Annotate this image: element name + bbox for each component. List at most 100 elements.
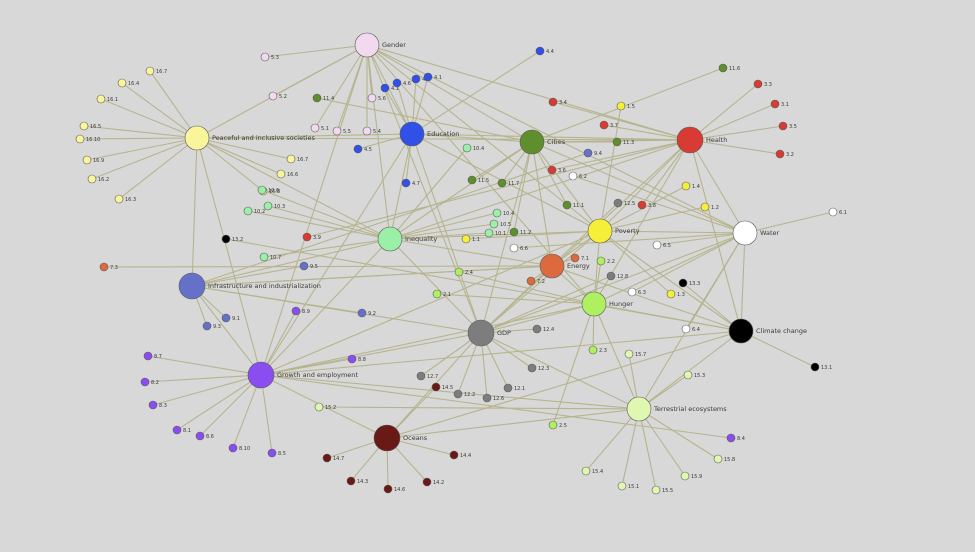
hub-node-inequality[interactable]: Inequality (377, 226, 437, 252)
target-node-dot[interactable] (302, 232, 312, 242)
hub-node-circle[interactable] (354, 32, 380, 58)
target-node[interactable]: 12.6 (482, 393, 504, 403)
target-node[interactable]: 15.1 (617, 481, 639, 491)
target-node[interactable]: 4.6 (392, 78, 411, 88)
target-node-dot[interactable] (383, 484, 393, 494)
target-node[interactable]: 13.2 (221, 234, 243, 244)
hub-node-peace[interactable]: Peaceful and inclusive societies (184, 125, 315, 151)
hub-node-climate[interactable]: Climate change (728, 318, 807, 344)
target-node[interactable]: 10.3 (263, 201, 285, 211)
target-node-dot[interactable] (79, 121, 89, 131)
target-node-dot[interactable] (195, 431, 205, 441)
target-node-dot[interactable] (535, 46, 545, 56)
target-node[interactable]: 5.1 (310, 123, 329, 133)
target-node[interactable]: 10.2 (243, 206, 265, 216)
target-node[interactable]: 13.3 (678, 278, 700, 288)
target-node[interactable]: 10.7 (259, 252, 281, 262)
target-node[interactable]: 1.3 (666, 289, 685, 299)
hub-node-gender[interactable]: Gender (354, 32, 406, 58)
target-node-dot[interactable] (347, 354, 357, 364)
target-node[interactable]: 16.9 (82, 155, 104, 165)
target-node-dot[interactable] (828, 207, 838, 217)
target-node[interactable]: 1.2 (700, 202, 719, 212)
target-node-dot[interactable] (96, 94, 106, 104)
target-node[interactable]: 11.4 (312, 93, 334, 103)
target-node-dot[interactable] (172, 425, 182, 435)
target-node-dot[interactable] (678, 278, 688, 288)
hub-node-circle[interactable] (399, 121, 425, 147)
target-node[interactable]: 16.5 (79, 121, 101, 131)
target-node[interactable]: 9.1 (221, 313, 240, 323)
target-node[interactable]: 14.3 (346, 476, 368, 486)
target-node[interactable]: 8.5 (267, 448, 286, 458)
hub-node-infrastructure[interactable]: Infrastructure and industrialization (178, 272, 321, 300)
target-node-dot[interactable] (613, 198, 623, 208)
target-node[interactable]: 11.3 (612, 137, 634, 147)
target-node[interactable]: 7.1 (570, 253, 589, 263)
target-node[interactable]: 12.2 (453, 389, 475, 399)
target-node[interactable]: 10.4 (462, 143, 484, 153)
target-node-dot[interactable] (299, 261, 309, 271)
hub-node-circle[interactable] (178, 272, 206, 300)
target-node-dot[interactable] (527, 363, 537, 373)
target-node[interactable]: 3.4 (548, 97, 567, 107)
target-node-dot[interactable] (353, 144, 363, 154)
target-node[interactable]: 8.10 (228, 443, 250, 453)
target-node-dot[interactable] (449, 450, 459, 460)
hub-node-circle[interactable] (373, 424, 401, 452)
target-node-dot[interactable] (509, 243, 519, 253)
target-node[interactable]: 7.2 (526, 276, 545, 286)
target-node[interactable]: 16.2 (87, 174, 109, 184)
target-node-dot[interactable] (221, 313, 231, 323)
target-node[interactable]: 15.9 (680, 471, 702, 481)
target-node-dot[interactable] (422, 477, 432, 487)
hub-node-oceans[interactable]: Oceans (373, 424, 428, 452)
target-node-dot[interactable] (401, 178, 411, 188)
target-node-dot[interactable] (681, 324, 691, 334)
target-node-dot[interactable] (681, 181, 691, 191)
target-node-dot[interactable] (259, 252, 269, 262)
target-node[interactable]: 12.3 (527, 363, 549, 373)
target-node[interactable]: 4.5 (353, 144, 372, 154)
target-node-dot[interactable] (268, 91, 278, 101)
target-node[interactable]: 2.3 (588, 345, 607, 355)
target-node-dot[interactable] (82, 155, 92, 165)
target-node[interactable]: 11.5 (467, 175, 489, 185)
target-node[interactable]: 9.4 (583, 148, 602, 158)
target-node[interactable]: 15.2 (314, 402, 336, 412)
target-node[interactable]: 2.2 (596, 256, 615, 266)
target-node[interactable]: 5.6 (367, 93, 386, 103)
target-node-dot[interactable] (346, 476, 356, 486)
hub-node-gdp[interactable]: GDP (467, 319, 511, 347)
target-node[interactable]: 8.8 (347, 354, 366, 364)
target-node-dot[interactable] (140, 377, 150, 387)
target-node[interactable]: 3.3 (753, 79, 772, 89)
target-node-dot[interactable] (380, 83, 390, 93)
hub-node-circle[interactable] (539, 253, 565, 279)
target-node[interactable]: 11.2 (509, 227, 531, 237)
target-node-dot[interactable] (416, 371, 426, 381)
target-node[interactable]: 12.4 (532, 324, 554, 334)
target-node[interactable]: 16.1 (96, 94, 118, 104)
hub-node-growth[interactable]: Growth and employment (247, 361, 358, 389)
target-node[interactable]: 10.1 (484, 228, 506, 238)
hub-node-circle[interactable] (184, 125, 210, 151)
hub-node-poverty[interactable]: Poverty (587, 218, 640, 244)
target-node[interactable]: 8.1 (172, 425, 191, 435)
target-node[interactable]: 12.7 (416, 371, 438, 381)
target-node-dot[interactable] (568, 171, 578, 181)
target-node-dot[interactable] (713, 454, 723, 464)
target-node[interactable]: 16.4 (117, 78, 139, 88)
target-node[interactable]: 16.10 (75, 134, 100, 144)
target-node-dot[interactable] (596, 256, 606, 266)
target-node-dot[interactable] (461, 234, 471, 244)
target-node-dot[interactable] (432, 289, 442, 299)
target-node[interactable]: 16.7 (286, 154, 308, 164)
target-node-dot[interactable] (312, 93, 322, 103)
target-node-dot[interactable] (117, 78, 127, 88)
target-node-dot[interactable] (431, 382, 441, 392)
target-node[interactable]: 3.5 (778, 121, 797, 131)
target-node[interactable]: 8.9 (291, 306, 310, 316)
target-node[interactable]: 9.3 (202, 321, 221, 331)
target-node[interactable]: 14.2 (422, 477, 444, 487)
